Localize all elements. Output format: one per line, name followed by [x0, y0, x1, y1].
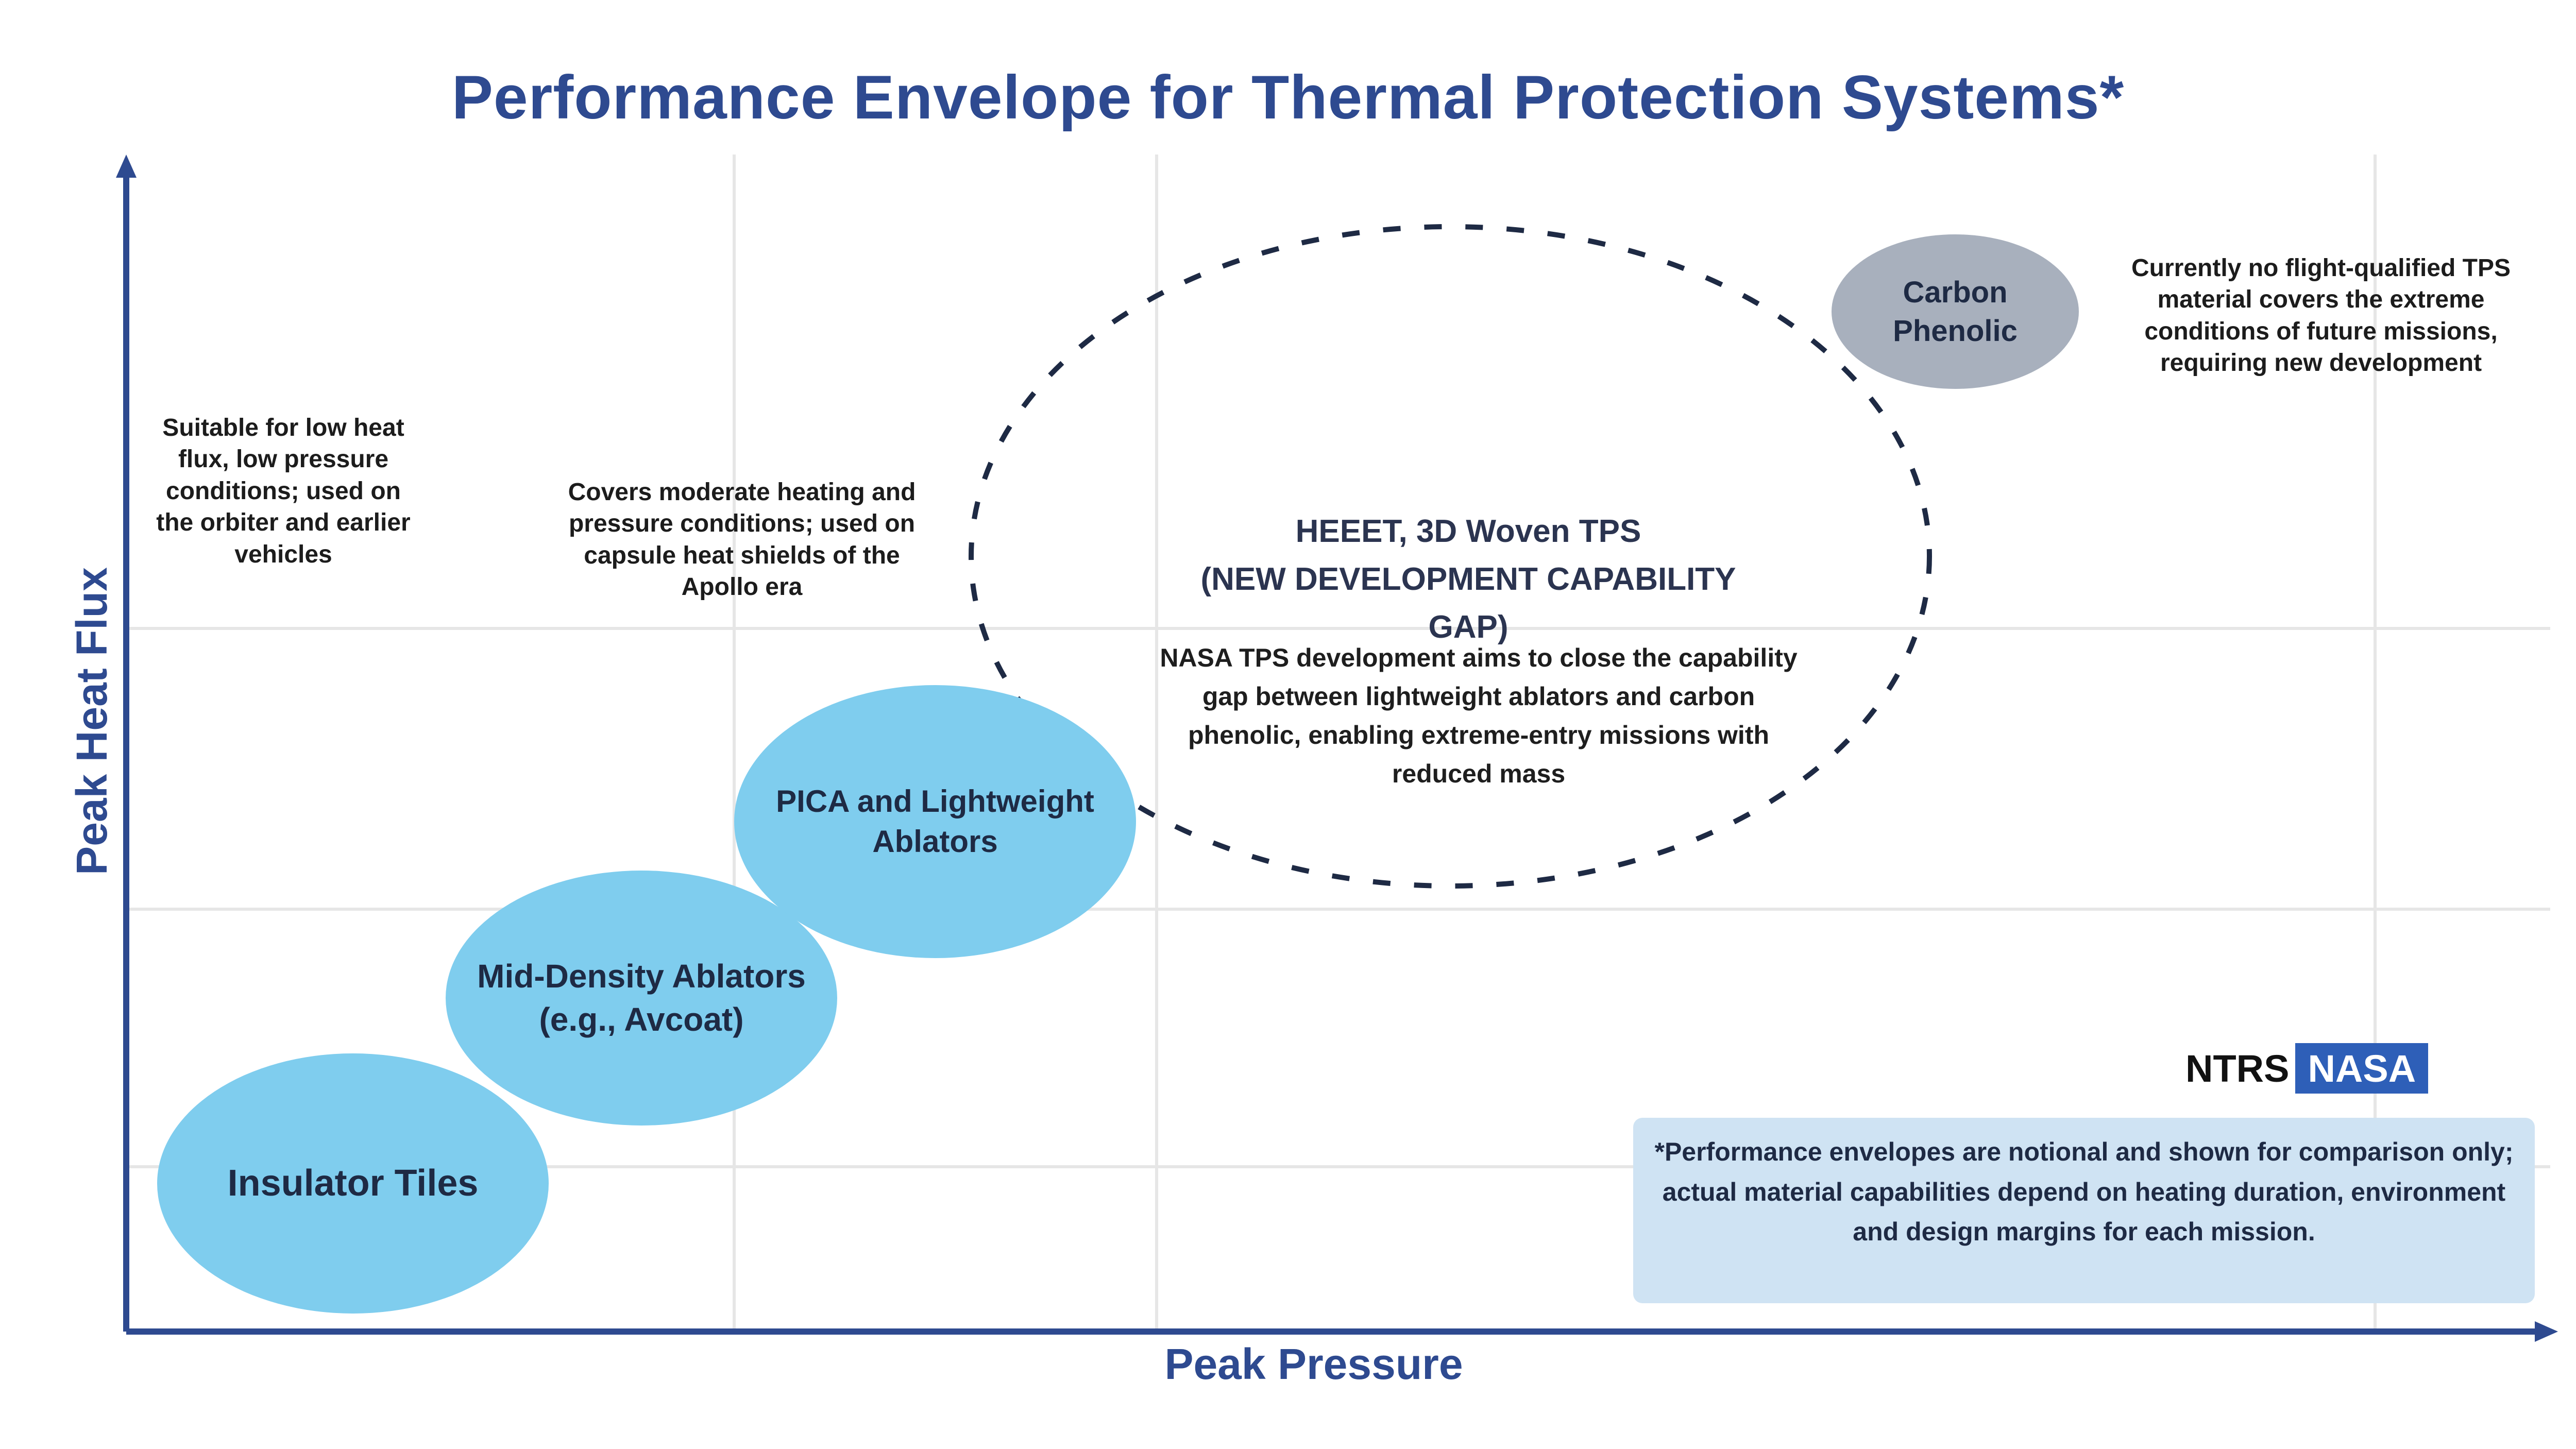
capability-gap-title-line1: HEEET, 3D Woven TPS	[1295, 514, 1641, 549]
y-axis-arrow	[116, 155, 137, 178]
annotation-extreme-regime: Currently no flight-qualified TPS materi…	[2131, 254, 2511, 377]
bubble-mid-density-ablators: Mid-Density Ablators (e.g., Avcoat)	[446, 871, 837, 1126]
brand-part2: NASA	[2295, 1043, 2429, 1094]
x-axis-label: Peak Pressure	[1164, 1340, 1463, 1388]
y-axis-label: Peak Heat Flux	[67, 567, 116, 875]
footnote-box: *Performance envelopes are notional and …	[1633, 1118, 2535, 1303]
capability-gap-title: HEEET, 3D Woven TPS (NEW DEVELOPMENT CAP…	[1159, 507, 1777, 651]
annotation-mid-regime: Covers moderate heating and pressure con…	[568, 479, 916, 601]
bubble-insulator-tiles-label: Insulator Tiles	[227, 1162, 479, 1204]
diagram-title: Performance Envelope for Thermal Protect…	[451, 63, 2125, 132]
capability-gap-description: NASA TPS development aims to close the c…	[1160, 643, 1798, 788]
bubble-carbon-phenolic-label: Carbon Phenolic	[1893, 275, 2018, 348]
bubble-carbon-phenolic: Carbon Phenolic	[1832, 234, 2079, 389]
axes	[116, 155, 2558, 1342]
capability-gap-title-line2: (NEW DEVELOPMENT CAPABILITY GAP)	[1200, 561, 1736, 645]
bubble-pica: PICA and Lightweight Ablators	[734, 685, 1136, 958]
x-axis-arrow	[2535, 1321, 2558, 1342]
bubble-insulator-tiles: Insulator Tiles	[157, 1053, 549, 1314]
capability-gap-ellipse	[969, 224, 1932, 889]
bubble-pica-label: PICA and Lightweight Ablators	[776, 784, 1094, 859]
bubble-mid-density-ablators-label: Mid-Density Ablators (e.g., Avcoat)	[477, 958, 806, 1038]
brand-part1: NTRS	[2185, 1047, 2290, 1090]
annotation-low-regime: Suitable for low heat flux, low pressure…	[156, 414, 411, 568]
brand-badge: NTRS NASA	[2179, 1043, 2429, 1094]
